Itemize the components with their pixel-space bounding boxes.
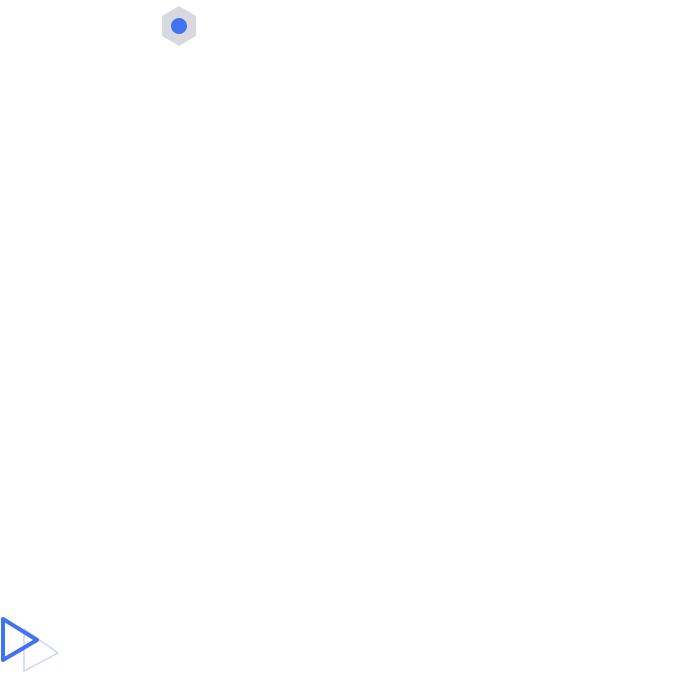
hexagon-dot-icon [162,6,196,46]
play-triangle-icon [1,617,59,672]
play-triangle-shadow [23,628,59,672]
marker-dot [171,18,187,34]
location-marker[interactable] [158,5,200,47]
play-triangle-outline [1,617,39,662]
play-control[interactable] [0,615,62,673]
